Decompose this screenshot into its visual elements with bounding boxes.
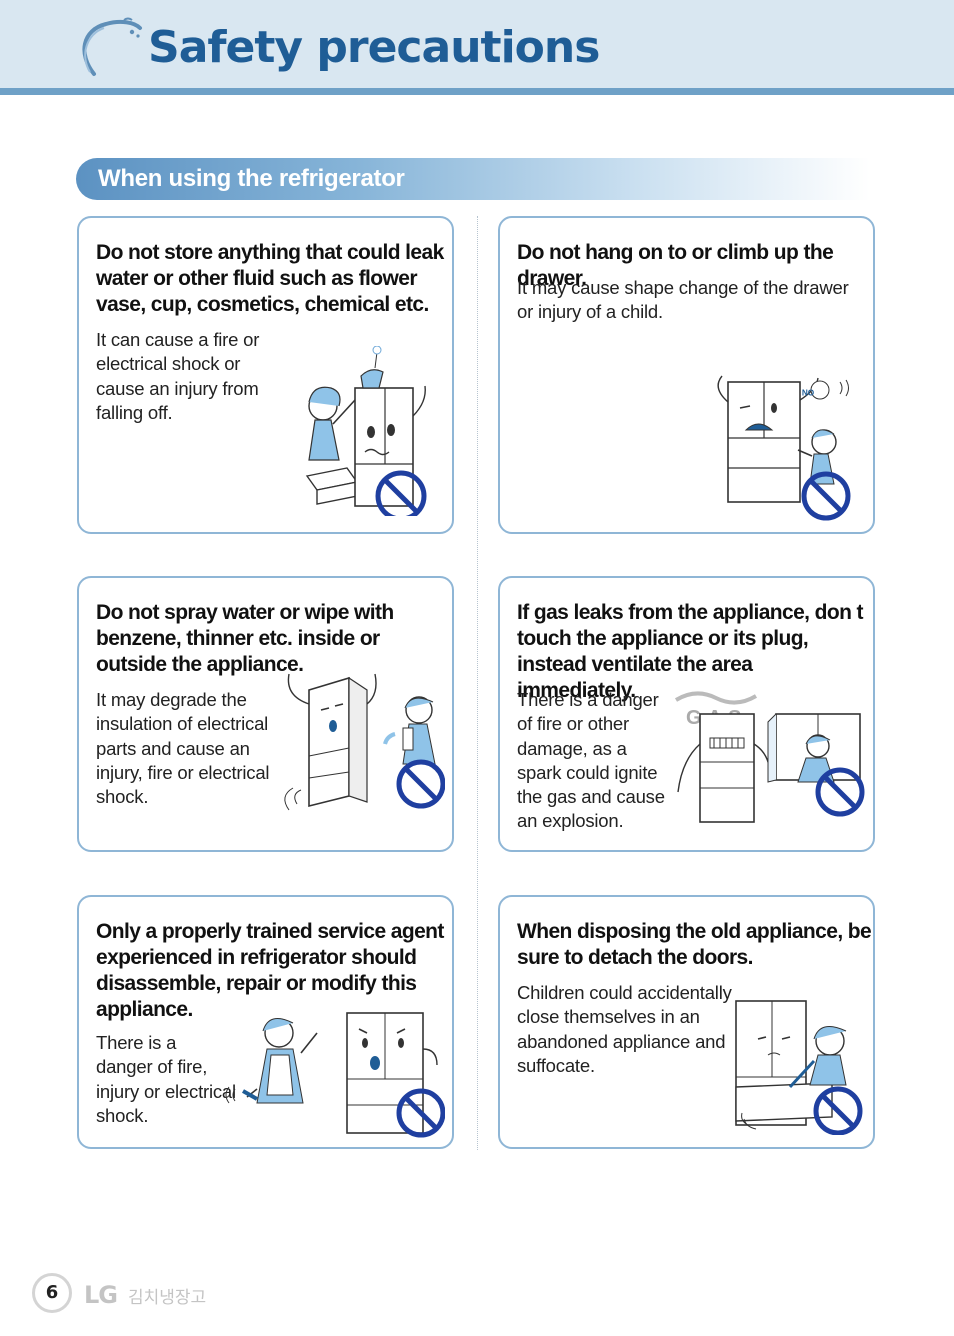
column-divider [477, 216, 478, 1150]
page-header [0, 0, 954, 88]
card-heading: Do not spray water or wipe with benzene,… [96, 601, 394, 676]
card-heading: Do not store anything that could leak wa… [96, 241, 444, 316]
header-swoosh-logo [82, 17, 142, 76]
precaution-card-spray: Do not spray water or wipe with benzene,… [77, 576, 454, 852]
child-placing-vase-illustration [305, 346, 427, 516]
card-body: It may cause shape change of the drawer … [517, 277, 849, 323]
spraying-refrigerator-illustration [284, 673, 445, 811]
gas-leak-window-illustration: GAS [674, 691, 865, 823]
card-body: Children could accidentally close themse… [517, 982, 732, 1076]
precaution-card-service-agent: Only a properly trained service agent ex… [77, 895, 454, 1149]
precaution-card-liquids: Do not store anything that could leak wa… [77, 216, 454, 534]
section-banner: When using the refrigerator [76, 158, 870, 200]
card-heading: If gas leaks from the appliance, don t t… [517, 601, 864, 702]
product-name: 김치냉장고 [128, 1288, 207, 1308]
child-with-wrench-illustration [225, 1012, 445, 1138]
no-sign-label: NO [802, 389, 815, 398]
card-body: It may degrade the insulation of electri… [96, 689, 270, 808]
brand-logo: LG [84, 1281, 118, 1309]
precaution-card-drawer: Do not hang on to or climb up the drawer… [498, 216, 875, 534]
card-body: There is a danger of fire, injury or ele… [96, 1032, 236, 1126]
card-body: There is a danger of fire or other damag… [517, 689, 665, 832]
no-sign-icon: NO [802, 389, 815, 398]
page-number: 6 [32, 1273, 72, 1313]
card-heading: Only a properly trained service agent ex… [96, 920, 444, 1021]
card-heading: Do not hang on to or climb up the drawer… [517, 241, 834, 290]
precaution-card-gas-leak: If gas leaks from the appliance, don t t… [498, 576, 875, 852]
header-rule [0, 88, 954, 95]
card-body: It can cause a fire or electrical shock … [96, 329, 260, 423]
precaution-card-disposal: When disposing the old appliance, be sur… [498, 895, 875, 1149]
section-title: When using the refrigerator [98, 165, 405, 192]
child-in-drawer-illustration [735, 1000, 863, 1135]
child-hanging-drawer-illustration [717, 375, 851, 521]
card-heading: When disposing the old appliance, be sur… [517, 920, 872, 969]
page-title: Safety precautions [148, 22, 600, 73]
